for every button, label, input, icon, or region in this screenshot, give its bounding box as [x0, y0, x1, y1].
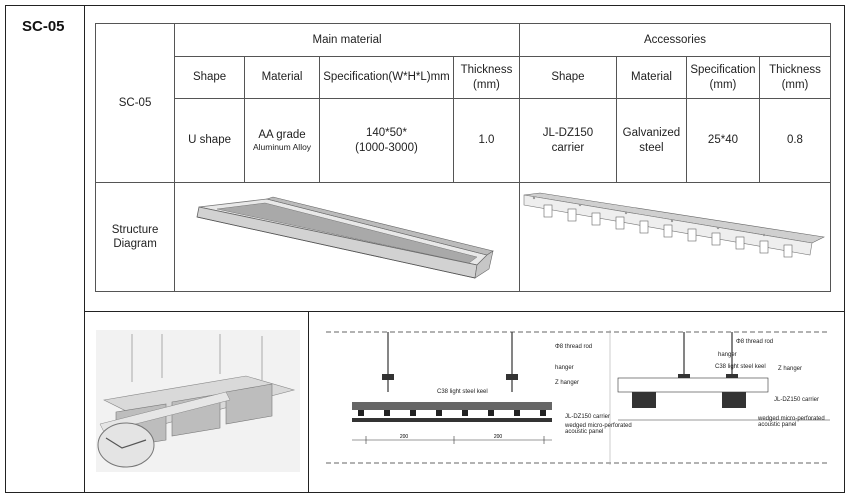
label-panel-right-line1: wedged micro-perforated — [757, 416, 825, 422]
accessory-structure-image-cell — [518, 181, 832, 293]
label-carrier: JL-DZ150 carrier — [565, 414, 610, 420]
label-hanger-right: hanger — [718, 352, 737, 358]
main-structure-image-cell — [174, 181, 520, 293]
header-material-acc: Material — [615, 56, 687, 99]
value-material-acc-line2: steel — [639, 141, 664, 154]
value-thickness-acc: 0.8 — [758, 98, 832, 183]
header-thickness: Thickness(mm) — [452, 56, 520, 99]
value-shape: U shape — [174, 98, 246, 183]
label-carrier-right: JL-DZ150 carrier — [774, 397, 819, 403]
value-specification: 140*50*(1000-3000) — [318, 98, 454, 183]
value-material-grade: AA grade — [258, 129, 306, 141]
header-shape: Shape — [174, 56, 246, 99]
product-code: SC-05 — [22, 18, 65, 35]
value-material-sub: Aluminum Alloy — [252, 142, 312, 153]
value-shape-acc-line1: JL-DZ150 — [542, 127, 594, 140]
label-z-hanger-right: Z hanger — [778, 366, 802, 372]
label-keel: C38 light steel keel — [437, 389, 488, 395]
label-keel-right: C38 light steel keel — [715, 364, 766, 370]
header-thickness-acc-unit: (mm) — [781, 78, 809, 91]
group-accessories: Accessories — [518, 23, 832, 57]
group-main-material: Main material — [174, 23, 520, 57]
label-panel-right-line2: acoustic panel — [758, 422, 796, 428]
u-profile-image — [196, 196, 494, 279]
value-material-acc-line1: Galvanized — [622, 127, 681, 140]
value-specification-acc: 25*40 — [685, 98, 760, 183]
outer-bottom-right-cell — [84, 311, 845, 493]
structure-label-line1: Structure — [111, 223, 159, 236]
label-z-hanger: Z hanger — [555, 380, 579, 386]
label-thread-rod-right: Φ8 thread rod — [736, 339, 773, 345]
dimension-left: 200 — [400, 434, 409, 440]
value-specification-line2: (1000-3000) — [355, 141, 418, 154]
header-thickness-acc-label: Thickness — [769, 64, 821, 77]
spec-table: SC-05 Main material Accessories Shape Ma… — [94, 23, 832, 293]
value-specification-line1: 140*50* — [366, 127, 407, 140]
structure-label-line2: Diagram — [113, 238, 157, 251]
outer-left-cell — [5, 5, 85, 493]
carrier-image — [523, 192, 825, 258]
value-thickness: 1.0 — [452, 98, 520, 183]
outer-bottom-divider — [308, 311, 309, 493]
header-specification: Specification(W*H*L)mm — [318, 56, 454, 99]
header-thickness-acc: Thickness(mm) — [758, 56, 832, 99]
technical-drawing: 200 200 Φ8 thread rod hanger Z hanger C3… — [322, 322, 834, 472]
installation-3d-image — [96, 330, 300, 472]
header-specification-acc-unit: (mm) — [709, 78, 737, 91]
label-hanger: hanger — [555, 365, 574, 371]
row-label: SC-05 — [94, 23, 176, 183]
header-material: Material — [244, 56, 320, 99]
label-panel-line1: wedged micro-perforated — [564, 423, 632, 429]
header-thickness-label: Thickness — [460, 64, 513, 77]
dimension-right: 200 — [494, 434, 503, 440]
header-thickness-unit: (mm) — [473, 78, 500, 91]
header-specification-acc-label: Specification — [690, 64, 756, 77]
header-shape-acc: Shape — [518, 56, 617, 99]
header-specification-acc: Specification(mm) — [685, 56, 760, 99]
label-thread-rod: Φ8 thread rod — [555, 344, 592, 350]
value-shape-acc-line2: carrier — [551, 141, 585, 154]
label-panel-line2: acoustic panel — [565, 429, 603, 435]
